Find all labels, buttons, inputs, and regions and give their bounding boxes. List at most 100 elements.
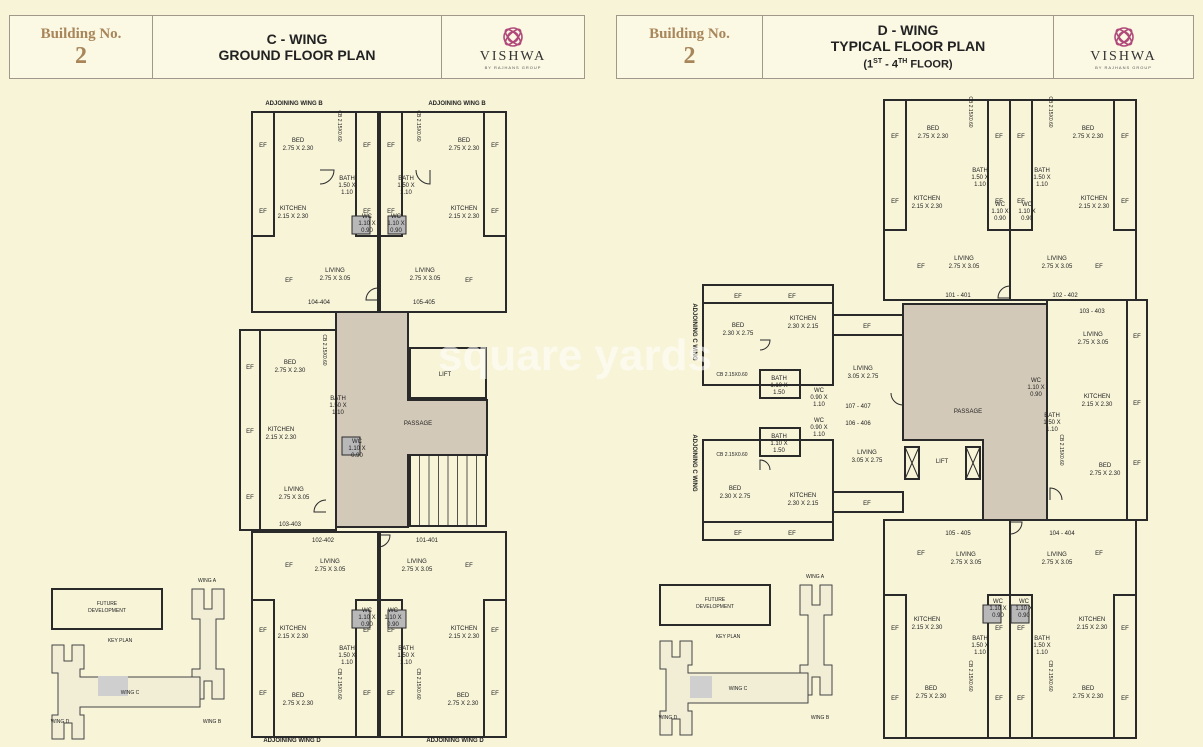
ef-label: EF xyxy=(788,294,796,300)
wc-tile xyxy=(1010,604,1030,624)
left-key-wing-ab-outline xyxy=(191,588,225,700)
ef-label: EF xyxy=(1133,401,1141,407)
bath-101-name: BATH xyxy=(398,646,414,652)
wc-105-dim1: 1.10 X xyxy=(989,606,1006,612)
unit-102-402: 102-402 xyxy=(312,538,335,544)
bed-102-name: BED xyxy=(292,693,305,699)
left-key-wing-a: WING A xyxy=(198,578,217,584)
building-number: 2 xyxy=(75,42,87,69)
ef-label: EF xyxy=(491,143,499,149)
bed-101-name: BED xyxy=(927,126,940,132)
wc-106-name: WC xyxy=(814,418,825,424)
left-key-future-2: DEVELOPMENT xyxy=(88,608,126,614)
ef-column xyxy=(483,111,507,237)
wing-title: C - WING xyxy=(266,31,328,47)
bath-105-dim1: 1.50 X xyxy=(971,643,988,649)
right-key-wing-b: WING B xyxy=(811,715,830,721)
ef-label: EF xyxy=(363,209,371,215)
ef-label: EF xyxy=(863,324,871,330)
lift-shaft xyxy=(904,446,920,480)
kitchen-102-name: KITCHEN xyxy=(1081,196,1107,202)
wc-102-dim2: 0.90 xyxy=(361,622,373,628)
right-building-number: Building No. 2 xyxy=(617,16,763,78)
adjoining-wing-d-right: ADJOINING WING D xyxy=(426,738,484,744)
living-104-dim: 2.75 X 3.05 xyxy=(320,276,351,282)
floor-range-sup2: TH xyxy=(898,57,908,65)
wc-104-dim2: 0.90 xyxy=(1018,613,1030,619)
unit-bottom-right xyxy=(1009,519,1137,739)
vishwa-logo-icon xyxy=(503,26,523,47)
ef-column xyxy=(1113,594,1137,739)
living-102-dim: 2.75 X 3.05 xyxy=(1042,264,1073,270)
ef-label: EF xyxy=(363,691,371,697)
kitchen-101-dim: 2.15 X 2.30 xyxy=(912,204,943,210)
bed-105-name: BED xyxy=(458,138,471,144)
kitchen-103-name: KITCHEN xyxy=(268,427,294,433)
cb-label: CB 2.15X0.60 xyxy=(1058,434,1064,465)
bath-101-dim1: 1.50 X xyxy=(397,653,414,659)
ef-label: EF xyxy=(891,696,899,702)
wc-tile xyxy=(341,436,361,456)
kitchen-102-name: KITCHEN xyxy=(280,626,306,632)
door-swing-icon xyxy=(319,169,335,185)
lift-cross xyxy=(904,446,920,480)
ef-label: EF xyxy=(1095,264,1103,270)
door-swing-icon xyxy=(1009,521,1023,535)
wc-101-dim2: 0.90 xyxy=(994,216,1006,222)
ef-column xyxy=(483,599,507,738)
ef-label: EF xyxy=(995,199,1003,205)
wc-105-name: WC xyxy=(993,599,1004,605)
bed-104-dim: 2.75 X 2.30 xyxy=(283,146,314,152)
bed-102-dim: 2.75 X 2.30 xyxy=(283,701,314,707)
right-key-key-label: KEY PLAN xyxy=(716,634,741,640)
unit-101-401: 101 - 401 xyxy=(945,293,971,299)
wc-103-dim2: 0.90 xyxy=(1030,392,1042,398)
bath-102-dim2: 1.10 xyxy=(1036,182,1048,188)
living-102-name: LIVING xyxy=(1047,256,1067,262)
wc-105-dim2: 0.90 xyxy=(390,228,402,234)
ef-column xyxy=(883,99,907,231)
bed-102-name: BED xyxy=(1082,126,1095,132)
bath-102-dim2: 1.10 xyxy=(341,660,353,666)
wc-101-dim1: 1.10 X xyxy=(991,209,1008,215)
lift-label: LIFT xyxy=(439,372,452,378)
unit-105-405: 105-405 xyxy=(413,300,436,306)
bed-105-name: BED xyxy=(925,686,938,692)
wc-102-dim1: 1.10 X xyxy=(358,615,375,621)
kitchen-101-dim: 2.15 X 2.30 xyxy=(449,634,480,640)
bath-104-dim2: 1.10 xyxy=(1036,650,1048,656)
building-label: Building No. xyxy=(649,25,730,42)
living-103-name: LIVING xyxy=(1083,332,1103,338)
kitchen-103-dim: 2.15 X 2.30 xyxy=(266,435,297,441)
ef-label: EF xyxy=(917,264,925,270)
ef-label: EF xyxy=(1133,461,1141,467)
ef-label: EF xyxy=(259,209,267,215)
ef-label: EF xyxy=(891,626,899,632)
bed-101-dim: 2.75 X 2.30 xyxy=(448,701,479,707)
left-key-highlight-c xyxy=(98,676,128,696)
kitchen-105-dim: 2.15 X 2.30 xyxy=(449,214,480,220)
living-105-dim: 2.75 X 3.05 xyxy=(410,276,441,282)
bed-106-name: BED xyxy=(729,486,742,492)
unit-107-407: 107 - 407 xyxy=(845,404,871,410)
living-101-name: LIVING xyxy=(407,559,427,565)
ef-label: EF xyxy=(387,628,395,634)
brand-tag: BY RAJHANS GROUP xyxy=(1095,64,1152,70)
ef-label: EF xyxy=(285,278,293,284)
ef-label: EF xyxy=(259,628,267,634)
cb-label: CB 2.15X0.60 xyxy=(415,668,421,699)
ef-label: EF xyxy=(1017,696,1025,702)
left-key-future-block xyxy=(51,588,163,630)
ef-label: EF xyxy=(363,143,371,149)
kitchen-101-name: KITCHEN xyxy=(914,196,940,202)
ef-label: EF xyxy=(734,531,742,537)
bed-103-dim: 2.75 X 2.30 xyxy=(275,368,306,374)
left-header: Building No. 2 C - WING GROUND FLOOR PLA… xyxy=(9,15,585,79)
cb-label: CB 2.15X0.60 xyxy=(967,96,973,127)
right-key-wing-c: WING C xyxy=(729,686,748,692)
ef-label: EF xyxy=(788,531,796,537)
ef-label: EF xyxy=(387,209,395,215)
unit-102-402: 102 - 402 xyxy=(1052,293,1078,299)
door-swing-icon xyxy=(890,392,904,406)
